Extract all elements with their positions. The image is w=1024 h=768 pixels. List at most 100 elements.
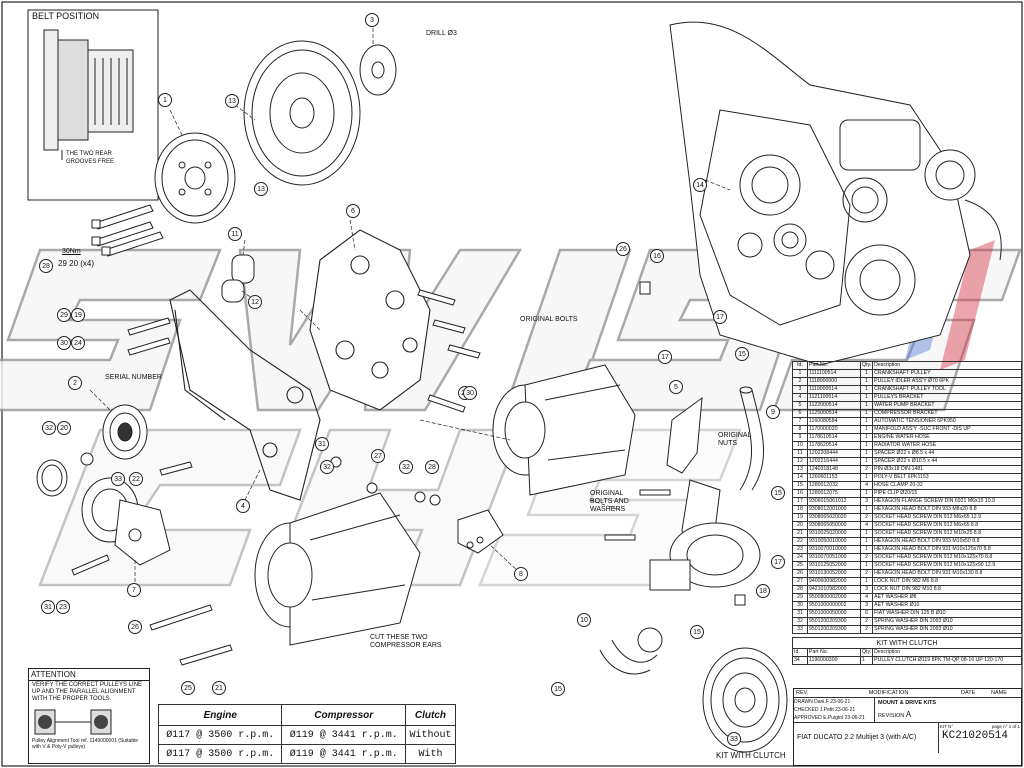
part-id: 14 xyxy=(792,473,808,482)
part-number: 9308012001000 xyxy=(807,505,861,514)
part-balloon: 27 xyxy=(371,449,385,463)
part-balloon: 31 xyxy=(41,600,55,614)
part-id: 25 xyxy=(792,561,808,570)
part-description: HOSE CLAMP 20-32 xyxy=(872,481,1022,490)
part-balloon: 17 xyxy=(658,350,672,364)
alignment-tool-icon xyxy=(34,709,112,735)
part-number: 1160080584 xyxy=(807,417,861,426)
clutch-kit-table: KIT WITH CLUTCH Id. Part No. Qty. Descri… xyxy=(792,637,1022,665)
part-qty: 1 xyxy=(859,545,874,554)
part-id: 27 xyxy=(792,577,808,586)
part-qty: 1 xyxy=(859,441,874,450)
original-bolts-callout: ORIGINAL BOLTS xyxy=(520,316,578,323)
part-description: HEXAGON HEAD BOLT DIN 931 M10x130 8.8 xyxy=(872,569,1022,578)
part-balloon: 21 xyxy=(212,681,226,695)
part-number: 9421010982000 xyxy=(807,585,861,594)
part-id: 18 xyxy=(792,505,808,514)
part-description: AUTOMATIC TENSIONER 6PK950 xyxy=(872,417,1022,426)
part-balloon: 32 xyxy=(42,421,56,435)
title-rev: REV. xyxy=(796,690,809,696)
part-number: 1121100514 xyxy=(807,393,861,402)
attention-title: ATTENTION xyxy=(29,669,149,681)
manifold xyxy=(457,509,504,554)
part-qty: 1 xyxy=(859,457,874,466)
part-description: SPACER Ø22 x Ø8.5 x 44 xyxy=(872,449,1022,458)
part-qty: 1 xyxy=(859,537,874,546)
part-id: 6 xyxy=(792,409,808,418)
part-id: 24 xyxy=(792,553,808,562)
part-description: PIPE CLIP Ø20/15 xyxy=(872,489,1022,498)
crankshaft-pulley-tool xyxy=(243,40,397,186)
part-balloon: 20 xyxy=(57,421,71,435)
speed-header-engine: Engine xyxy=(157,704,283,726)
approved-by: E.Puigtol xyxy=(823,715,844,721)
part-balloon: 32 xyxy=(320,460,334,474)
part-balloon: 11 xyxy=(228,227,242,241)
table-row: 34 1196000300 1 PULLEY CLUTCH Ø119 8PK T… xyxy=(792,656,1022,665)
part-qty: 1 xyxy=(859,409,874,418)
part-qty: 1 xyxy=(859,401,874,410)
part-description: ENGINE WATER HOSE xyxy=(872,433,1022,442)
part-description: CRANKSHAFT PULLEY TOOL xyxy=(872,385,1022,394)
part-balloon: 5 xyxy=(669,380,683,394)
revision-value: A xyxy=(905,710,912,719)
drawn-date: 23-06-21 xyxy=(830,699,851,705)
part-balloon: 29 xyxy=(57,308,71,322)
part-id: 7 xyxy=(792,417,808,426)
clutch-description: PULLEY CLUTCH Ø119 8PK TM-QP 08-16 UP 12… xyxy=(872,656,1022,665)
part-description: FIAT WASHER DIN 125 B Ø10 xyxy=(872,609,1022,618)
part-description: RADIATOR WATER HOSE xyxy=(872,441,1022,450)
part-number: 1178620514 xyxy=(807,441,861,450)
part-balloon: 23 xyxy=(56,600,70,614)
part-balloon: 32 xyxy=(399,460,413,474)
attention-box: ATTENTION VERIFY THE CORRECT PULLEYS LIN… xyxy=(28,668,150,764)
part-id: 29 xyxy=(792,593,808,602)
title-block: REV. MODIFICATION DATE NAME DRAWN Dani.F… xyxy=(793,688,1022,766)
part-description: COMPRESSOR BRACKET xyxy=(872,409,1022,418)
kit-number: KC21020514 xyxy=(942,730,1009,742)
title-modification: MODIFICATION xyxy=(868,690,909,696)
part-id: 9 xyxy=(792,433,808,442)
part-description: SOCKET HEAD SCREW DIN 912 M10x25 8.8 xyxy=(872,529,1022,538)
part-number: 1178610514 xyxy=(807,433,861,442)
title-date: DATE xyxy=(961,690,976,696)
part-balloon: 28 xyxy=(425,460,439,474)
part-number: 1111100514 xyxy=(807,369,861,378)
part-number: 1202216444 xyxy=(807,457,861,466)
part-number: 1118000000 xyxy=(807,377,861,386)
kit-type: MOUNT & DRIVE KITS xyxy=(878,700,937,706)
part-balloon: 19 xyxy=(71,308,85,322)
part-balloon: 13 xyxy=(254,182,268,196)
part-number: 9310050010000 xyxy=(807,537,861,546)
clutch-header-part-no: Part No. xyxy=(807,648,861,657)
parts-table-header: Id. Part No. Qty. Description xyxy=(792,361,1022,370)
part-id: 2 xyxy=(792,377,808,386)
part-balloon: 15 xyxy=(735,347,749,361)
original-nuts-callout: ORIGINAL NUTS xyxy=(718,432,752,447)
title-name: NAME xyxy=(991,690,1007,696)
clutch-header-qty: Qty. xyxy=(859,648,874,657)
part-qty: 2 xyxy=(859,625,874,634)
part-number: 9501000050000 xyxy=(807,609,861,618)
part-number: 1280012075 xyxy=(807,489,861,498)
part-id: 31 xyxy=(792,609,808,618)
part-qty: 1 xyxy=(859,529,874,538)
part-description: HEXAGON HEAD BOLT DIN 931 M10x125x70 8.8 xyxy=(872,545,1022,554)
kit-no-label: KIT N° xyxy=(940,724,954,729)
crankshaft-pulley xyxy=(154,132,236,224)
part-qty: 4 xyxy=(859,521,874,530)
